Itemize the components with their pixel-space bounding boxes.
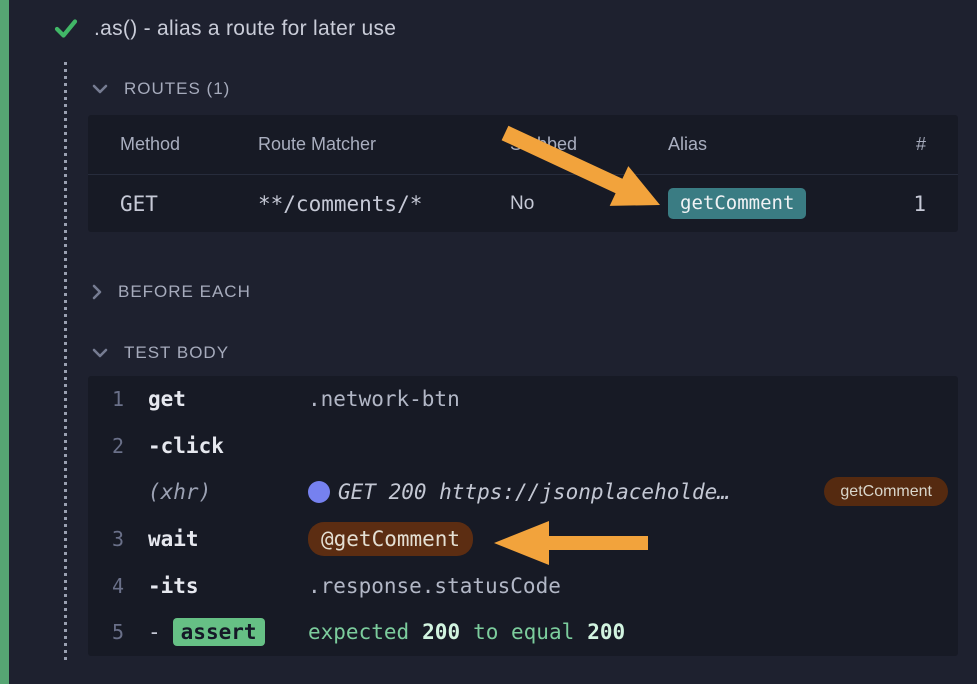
command-row-click[interactable]: 2 -click — [88, 423, 958, 470]
col-header-route-matcher: Route Matcher — [258, 134, 377, 154]
routes-section-label: ROUTES (1) — [124, 79, 231, 98]
test-body-section-label: TEST BODY — [124, 343, 230, 362]
command-row-xhr[interactable]: (xhr) GET 200 https://jsonplaceholde… ge… — [88, 469, 958, 516]
assertion-actual-value: 200 — [422, 620, 461, 645]
test-title: .as() - alias a route for later use — [94, 17, 397, 40]
command-name: wait — [148, 527, 199, 552]
command-number: 4 — [111, 573, 124, 598]
xhr-alias-pill: getComment — [824, 477, 948, 507]
before-each-section-toggle[interactable]: BEFORE EACH — [92, 277, 251, 307]
assertion-word: to equal — [473, 620, 575, 645]
routes-table-header: Method Route Matcher Stubbed Alias # — [88, 115, 958, 174]
assert-dash: - — [148, 620, 161, 645]
command-number: 3 — [111, 527, 124, 552]
command-message: @getComment — [308, 522, 474, 557]
chevron-down-icon — [92, 84, 108, 94]
command-number: 2 — [111, 433, 124, 458]
command-message: .network-btn — [308, 387, 460, 412]
command-name: get — [148, 387, 186, 412]
alias-badge: getComment — [668, 188, 807, 219]
command-row-wait[interactable]: 3 wait @getComment — [88, 516, 958, 563]
xhr-request-dot-icon — [308, 481, 330, 504]
assert-badge: assert — [172, 618, 265, 647]
col-header-stubbed: Stubbed — [510, 134, 578, 154]
chevron-right-icon — [92, 284, 102, 300]
command-row-assert[interactable]: 5 -assert expected 200 to equal 200 — [88, 609, 958, 656]
section-indent-guide — [64, 62, 67, 662]
cell-alias: getComment — [668, 188, 890, 219]
command-row-get[interactable]: 1 get .network-btn — [88, 376, 958, 423]
assertion-word: expected — [308, 620, 410, 645]
test-body-section-toggle[interactable]: TEST BODY — [92, 338, 229, 368]
test-body-panel: 1 get .network-btn 2 -click (xhr) GET 20… — [88, 376, 958, 656]
wait-alias-pill: @getComment — [308, 522, 474, 557]
cell-route-matcher: **/comments/* — [258, 191, 423, 216]
before-each-section-label: BEFORE EACH — [118, 282, 251, 301]
command-message: GET 200 https://jsonplaceholde… — [308, 480, 730, 504]
command-number: 5 — [111, 620, 124, 645]
check-icon — [54, 19, 78, 38]
command-row-its[interactable]: 4 -its .response.statusCode — [88, 562, 958, 609]
assertion-message: expected 200 to equal 200 — [308, 620, 638, 644]
command-name: (xhr) — [148, 480, 212, 505]
test-status-stripe — [0, 0, 9, 684]
routes-panel: Method Route Matcher Stubbed Alias # GET… — [88, 115, 958, 232]
routes-section-toggle[interactable]: ROUTES (1) — [92, 74, 230, 104]
command-name: -click — [148, 433, 224, 458]
command-name: -its — [148, 573, 199, 598]
cell-stubbed: No — [510, 192, 535, 214]
chevron-down-icon — [92, 348, 108, 358]
col-header-alias: Alias — [668, 134, 708, 154]
test-title-row[interactable]: .as() - alias a route for later use — [54, 12, 396, 46]
xhr-url-text: GET 200 https://jsonplaceholde… — [338, 480, 730, 505]
cell-count: 1 — [913, 191, 926, 216]
command-name: -assert — [148, 618, 308, 647]
col-header-method: Method — [120, 134, 181, 154]
command-number: 1 — [111, 387, 124, 412]
assertion-expected-value: 200 — [587, 620, 626, 645]
cell-method: GET — [120, 191, 158, 216]
table-row: GET **/comments/* No getComment 1 — [88, 174, 958, 232]
command-message: .response.statusCode — [308, 573, 561, 598]
col-header-count: # — [915, 134, 926, 154]
